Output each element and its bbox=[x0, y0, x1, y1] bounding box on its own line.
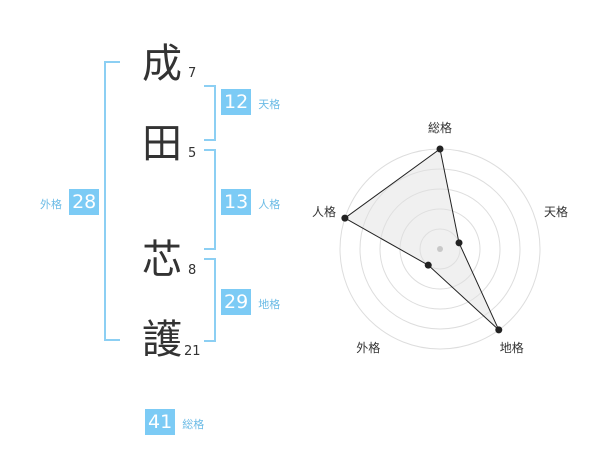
stroke-count-1: 7 bbox=[188, 66, 197, 81]
radar-point-1 bbox=[455, 239, 463, 247]
tenkaku-value: 12 bbox=[221, 89, 252, 115]
radar-point-0 bbox=[436, 145, 444, 153]
radar-area bbox=[343, 148, 500, 331]
name-char-3: 芯 bbox=[142, 237, 182, 283]
jinkaku-label: 人格 bbox=[258, 198, 281, 211]
jinkaku-group: 13 人格 bbox=[221, 189, 280, 215]
name-char-4: 護 bbox=[142, 317, 182, 363]
radar-label-gaikaku: 外格 bbox=[356, 341, 381, 356]
stroke-count-3: 8 bbox=[188, 263, 197, 278]
chikaku-label: 地格 bbox=[258, 298, 281, 311]
name-char-1: 成 bbox=[142, 41, 182, 87]
radar-point-2 bbox=[495, 326, 503, 334]
gaikaku-bracket bbox=[104, 61, 120, 341]
tenkaku-label: 天格 bbox=[258, 98, 281, 111]
name-char-2: 田 bbox=[142, 121, 182, 167]
radar-center-dot bbox=[437, 246, 443, 252]
chikaku-group: 29 地格 bbox=[221, 289, 280, 315]
chikaku-bracket bbox=[204, 258, 216, 342]
soukaku-label: 総格 bbox=[182, 418, 205, 431]
radar-label-chikaku: 地格 bbox=[499, 341, 524, 356]
gaikaku-group: 外格 28 bbox=[40, 189, 100, 215]
jinkaku-bracket bbox=[204, 149, 216, 250]
radar-label-soukaku: 総格 bbox=[428, 120, 453, 135]
stroke-count-2: 5 bbox=[188, 146, 197, 161]
tenkaku-group: 12 天格 bbox=[221, 89, 280, 115]
radar-points bbox=[341, 145, 503, 334]
radar-point-4 bbox=[341, 214, 349, 222]
stroke-count-4: 21 bbox=[184, 344, 201, 359]
gaikaku-label: 外格 bbox=[40, 198, 62, 211]
jinkaku-value: 13 bbox=[221, 189, 252, 215]
tenkaku-bracket bbox=[204, 85, 216, 141]
chikaku-value: 29 bbox=[221, 289, 252, 315]
radar-label-jinkaku: 人格 bbox=[311, 204, 336, 219]
soukaku-value: 41 bbox=[145, 409, 176, 435]
radar-label-tenkaku: 天格 bbox=[544, 204, 569, 219]
gaikaku-value: 28 bbox=[69, 189, 100, 215]
soukaku-group: 41 総格 bbox=[145, 409, 204, 435]
radar-point-3 bbox=[424, 261, 432, 269]
